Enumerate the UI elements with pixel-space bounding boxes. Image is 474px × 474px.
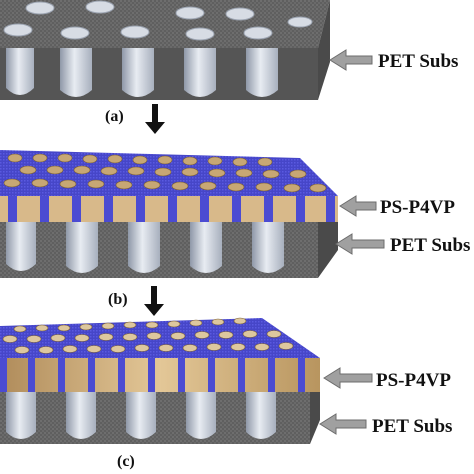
film-side-c bbox=[0, 358, 320, 392]
label-arrow-film-b bbox=[339, 195, 377, 217]
label-arrow-pet-b bbox=[335, 233, 385, 255]
step-label-c: (c) bbox=[117, 453, 135, 470]
layer-label-pet-a: PET Subs bbox=[378, 51, 458, 72]
pet-substrate-end-c bbox=[310, 392, 320, 444]
label-arrow-pet-c bbox=[319, 413, 367, 435]
layer-label-film-c: PS-P4VP bbox=[376, 370, 451, 391]
film-top-pores-b bbox=[3, 153, 327, 193]
panel-a: PET Subs (a) bbox=[0, 0, 458, 134]
label-arrow-pet-a bbox=[329, 49, 373, 71]
film-top-pores-c bbox=[2, 317, 294, 354]
side-pores-b bbox=[6, 222, 284, 273]
film-side-stripes-c bbox=[0, 358, 305, 392]
layer-label-pet-c: PET Subs bbox=[372, 416, 452, 437]
down-arrow-b bbox=[144, 286, 164, 316]
label-arrow-film-c bbox=[323, 367, 373, 389]
step-label-b: (b) bbox=[108, 291, 128, 308]
pet-substrate-end bbox=[318, 0, 330, 100]
layer-label-pet-b: PET Subs bbox=[390, 235, 470, 256]
side-pores-c bbox=[6, 392, 276, 439]
layer-label-film-b: PS-P4VP bbox=[380, 197, 455, 218]
pet-substrate-end-b bbox=[318, 222, 338, 278]
panel-c: PS-P4VP PET Subs (c) bbox=[0, 317, 452, 470]
film-side-stripes-b bbox=[8, 196, 335, 222]
panel-b: PS-P4VP PET Subs (b) bbox=[0, 150, 470, 316]
down-arrow-a bbox=[145, 104, 165, 134]
top-pores bbox=[3, 0, 313, 41]
side-pores bbox=[6, 48, 278, 97]
step-label-a: (a) bbox=[105, 108, 124, 125]
